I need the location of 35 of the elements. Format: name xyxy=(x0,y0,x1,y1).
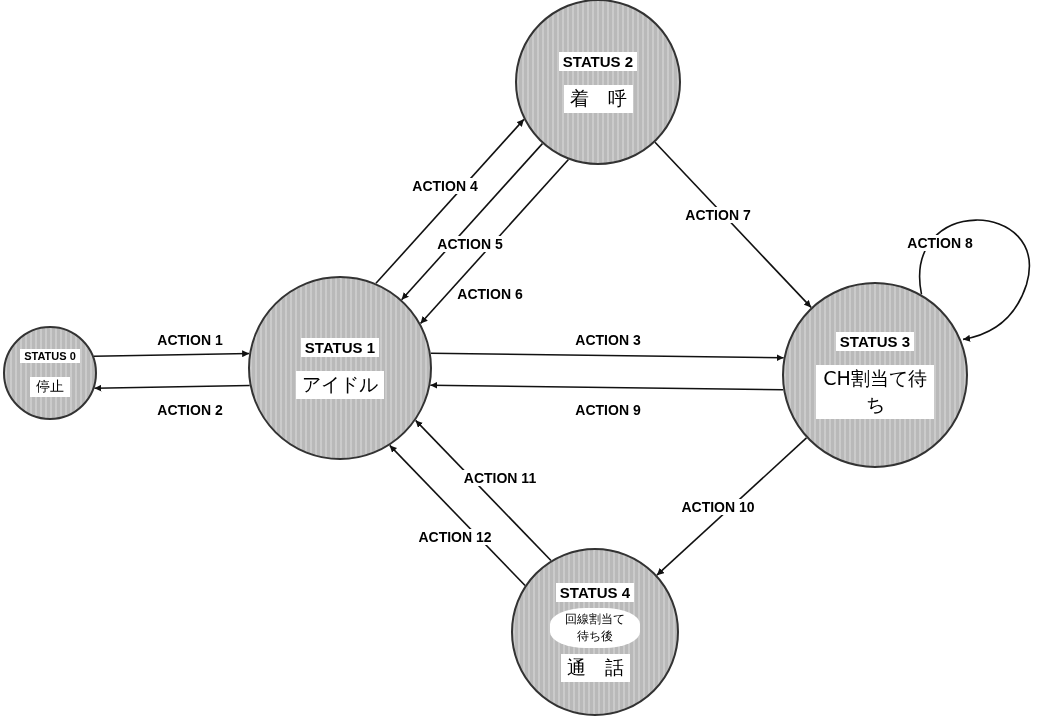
edge-label: ACTION 11 xyxy=(461,470,539,486)
status-label: STATUS 3 xyxy=(835,331,915,351)
arrow xyxy=(430,352,785,362)
status-label: STATUS 0 xyxy=(20,349,80,363)
edge-label: ACTION 5 xyxy=(435,236,505,252)
arrow xyxy=(654,141,812,309)
edge-label: ACTION 4 xyxy=(410,178,480,194)
state-name: 停止 xyxy=(30,377,70,397)
edge-label: ACTION 7 xyxy=(683,207,753,223)
arrow xyxy=(400,142,544,301)
arrow xyxy=(656,437,808,576)
edge-label: ACTION 3 xyxy=(573,332,643,348)
arrow xyxy=(419,158,570,325)
state-name: CH割当て待ち xyxy=(816,364,934,419)
edge-label: ACTION 8 xyxy=(905,235,975,251)
status-label: STATUS 1 xyxy=(300,337,380,357)
state-name: 通 話 xyxy=(560,653,630,682)
edge-label: ACTION 2 xyxy=(155,402,225,418)
arrow xyxy=(388,444,526,587)
state-name: アイドル xyxy=(296,370,384,399)
arrow xyxy=(93,350,250,358)
arrow xyxy=(375,118,525,285)
edge-label: ACTION 10 xyxy=(679,499,757,515)
edge-label: ACTION 1 xyxy=(155,332,225,348)
status-label: STATUS 4 xyxy=(555,582,635,602)
edge-label: ACTION 12 xyxy=(416,529,494,545)
state-name: 着 呼 xyxy=(563,84,633,113)
arrow xyxy=(429,381,784,391)
status-label: STATUS 2 xyxy=(558,51,638,71)
arrow xyxy=(414,419,552,562)
state-name: 回線割当て待ち後 xyxy=(550,607,640,648)
arrow xyxy=(919,219,1031,342)
edge-label: ACTION 6 xyxy=(455,286,525,302)
arrow xyxy=(93,384,251,392)
edge-label: ACTION 9 xyxy=(573,402,643,418)
